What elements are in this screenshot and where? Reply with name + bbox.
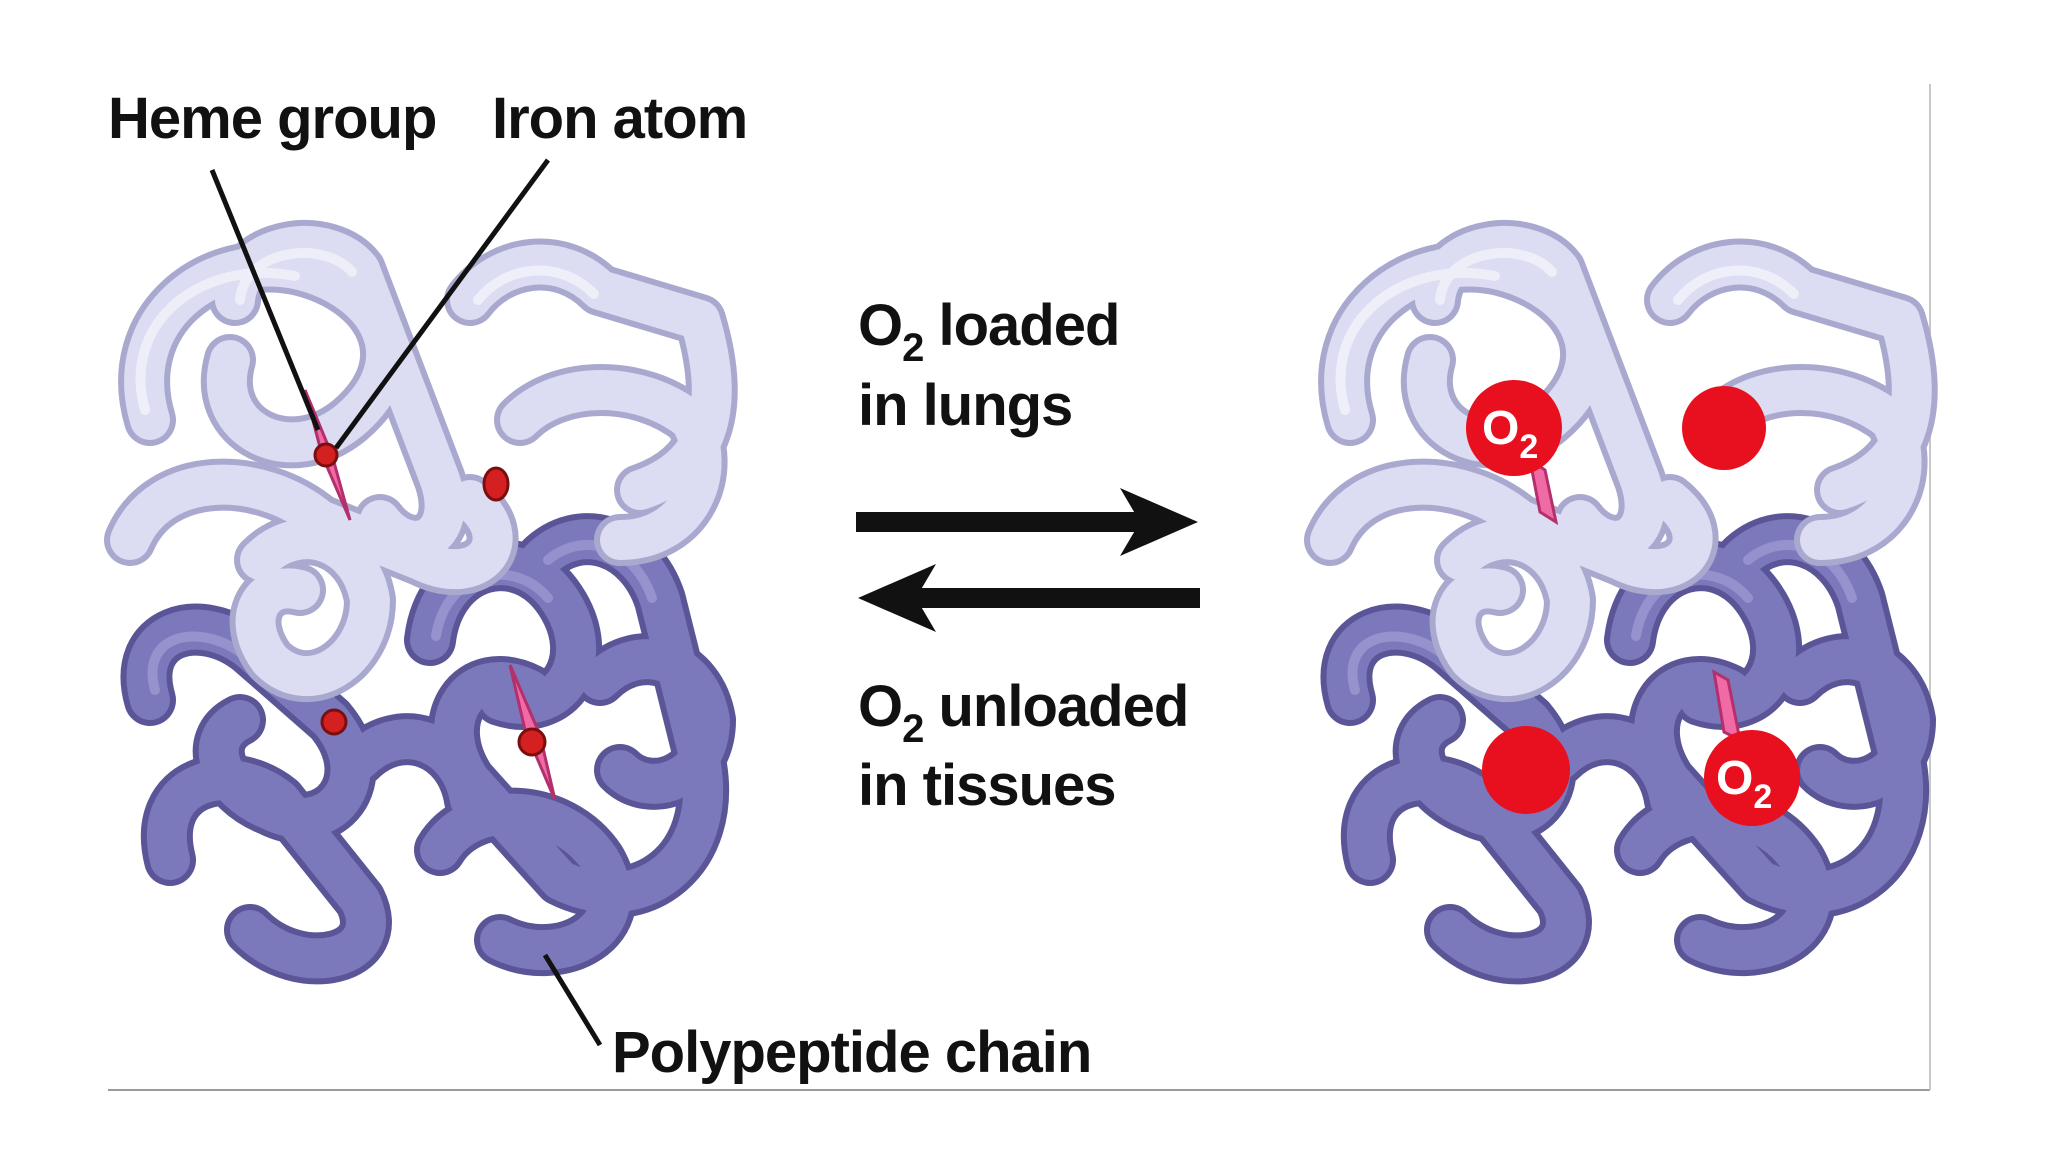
unloaded-label-line1: O2 unloaded <box>858 674 1188 751</box>
hemoglobin-deoxy <box>130 246 712 958</box>
heme-group-label: Heme group <box>108 86 436 151</box>
reverse-arrow-icon <box>858 564 1200 632</box>
iron-atom-label: Iron atom <box>492 86 747 151</box>
loaded-label-line2: in lungs <box>858 373 1072 438</box>
forward-arrow-icon <box>856 488 1198 556</box>
heme-group-icon <box>320 466 510 736</box>
svg-text:O2: O2 <box>1482 402 1538 466</box>
loaded-label-line1: O2 loaded <box>858 293 1119 370</box>
hemoglobin-oxy: O2 O2 <box>1330 246 1912 958</box>
heme-group-pointer <box>209 169 321 431</box>
iron-atom-pointer <box>333 158 551 450</box>
polypeptide-chain-label: Polypeptide chain <box>612 1020 1091 1085</box>
polypeptide-pointer <box>542 953 603 1047</box>
oxygen-molecule-icon: O2 <box>1704 669 1800 826</box>
svg-text:O2: O2 <box>1716 752 1772 816</box>
oxygen-molecule-icon: O2 <box>1466 380 1562 526</box>
heme-group-icon <box>508 664 557 801</box>
unloaded-label-line2: in tissues <box>858 753 1116 818</box>
oxygen-molecule-icon <box>1682 386 1766 470</box>
oxygen-molecule-icon <box>1482 726 1570 814</box>
